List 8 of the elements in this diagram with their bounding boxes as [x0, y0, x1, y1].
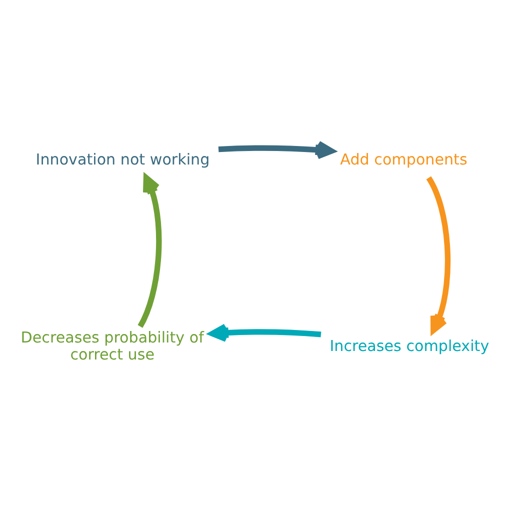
node-text: Decreases probability of correct use: [20, 328, 204, 364]
arrow: [426, 176, 451, 334]
arrow: [138, 174, 162, 328]
node-text: Increases complexity: [330, 337, 490, 356]
arrow: [208, 324, 322, 342]
node-text: Innovation not working: [36, 150, 210, 168]
arrow: [218, 140, 335, 160]
node-text: Add components: [340, 150, 468, 168]
